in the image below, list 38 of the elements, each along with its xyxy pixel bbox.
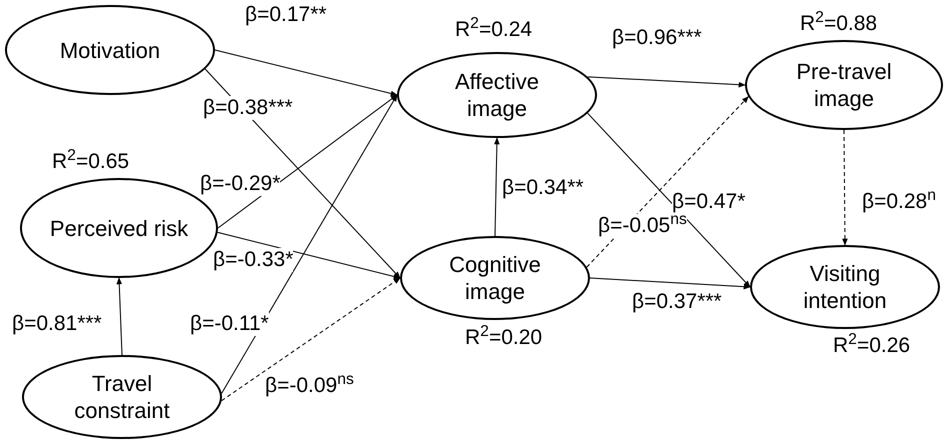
node-label: Perceived risk	[48, 214, 190, 242]
edge-label: β=0.38***	[203, 96, 293, 120]
node-label: Affective image	[454, 68, 540, 122]
r-squared-label: R$^{2}$=0.88	[800, 12, 878, 36]
arrow	[214, 50, 398, 96]
edge-label: β=0.81***	[12, 312, 102, 336]
arrow	[217, 232, 401, 280]
edge-label: β=-0.33*	[213, 248, 294, 272]
arrow	[204, 68, 400, 278]
arrow	[587, 76, 746, 88]
arrow	[586, 96, 749, 268]
edge-label: β=0.47*	[672, 190, 746, 214]
r-squared-label: R$^{2}$=0.65	[52, 150, 130, 174]
arrow	[842, 130, 848, 246]
edge-label: β=0.28$^{n}$	[862, 190, 936, 214]
node-label: Visiting intention	[802, 260, 888, 314]
node-label: Cognitive image	[448, 251, 542, 305]
edge-label: β=0.34**	[502, 176, 584, 200]
r-squared-label: R$^{2}$=0.26	[833, 334, 910, 358]
arrow	[494, 137, 500, 236]
node-label: Pre-travel image	[795, 58, 893, 112]
edge-label: β=-0.09$^{ns}$	[265, 374, 354, 398]
edge-label: β=0.96***	[612, 26, 702, 50]
edge-label: β=0.17**	[245, 3, 327, 27]
arrow	[116, 277, 122, 356]
arrow	[587, 112, 750, 288]
edge-label: β=-0.29*	[200, 172, 280, 196]
edge-label: β=-0.11*	[190, 312, 269, 336]
r-squared-label: R$^{2}$=0.20	[465, 326, 542, 350]
arrow	[590, 278, 751, 290]
edge-label: β=-0.05$^{ns}$	[598, 214, 687, 238]
node-label: Travel constraint	[73, 370, 171, 424]
node-label: Motivation	[58, 36, 162, 64]
arrow	[221, 278, 401, 402]
r-squared-label: R$^{2}$=0.24	[455, 18, 532, 42]
edge-label: β=0.37***	[632, 290, 722, 314]
arrow	[221, 94, 398, 394]
arrow	[218, 94, 398, 228]
